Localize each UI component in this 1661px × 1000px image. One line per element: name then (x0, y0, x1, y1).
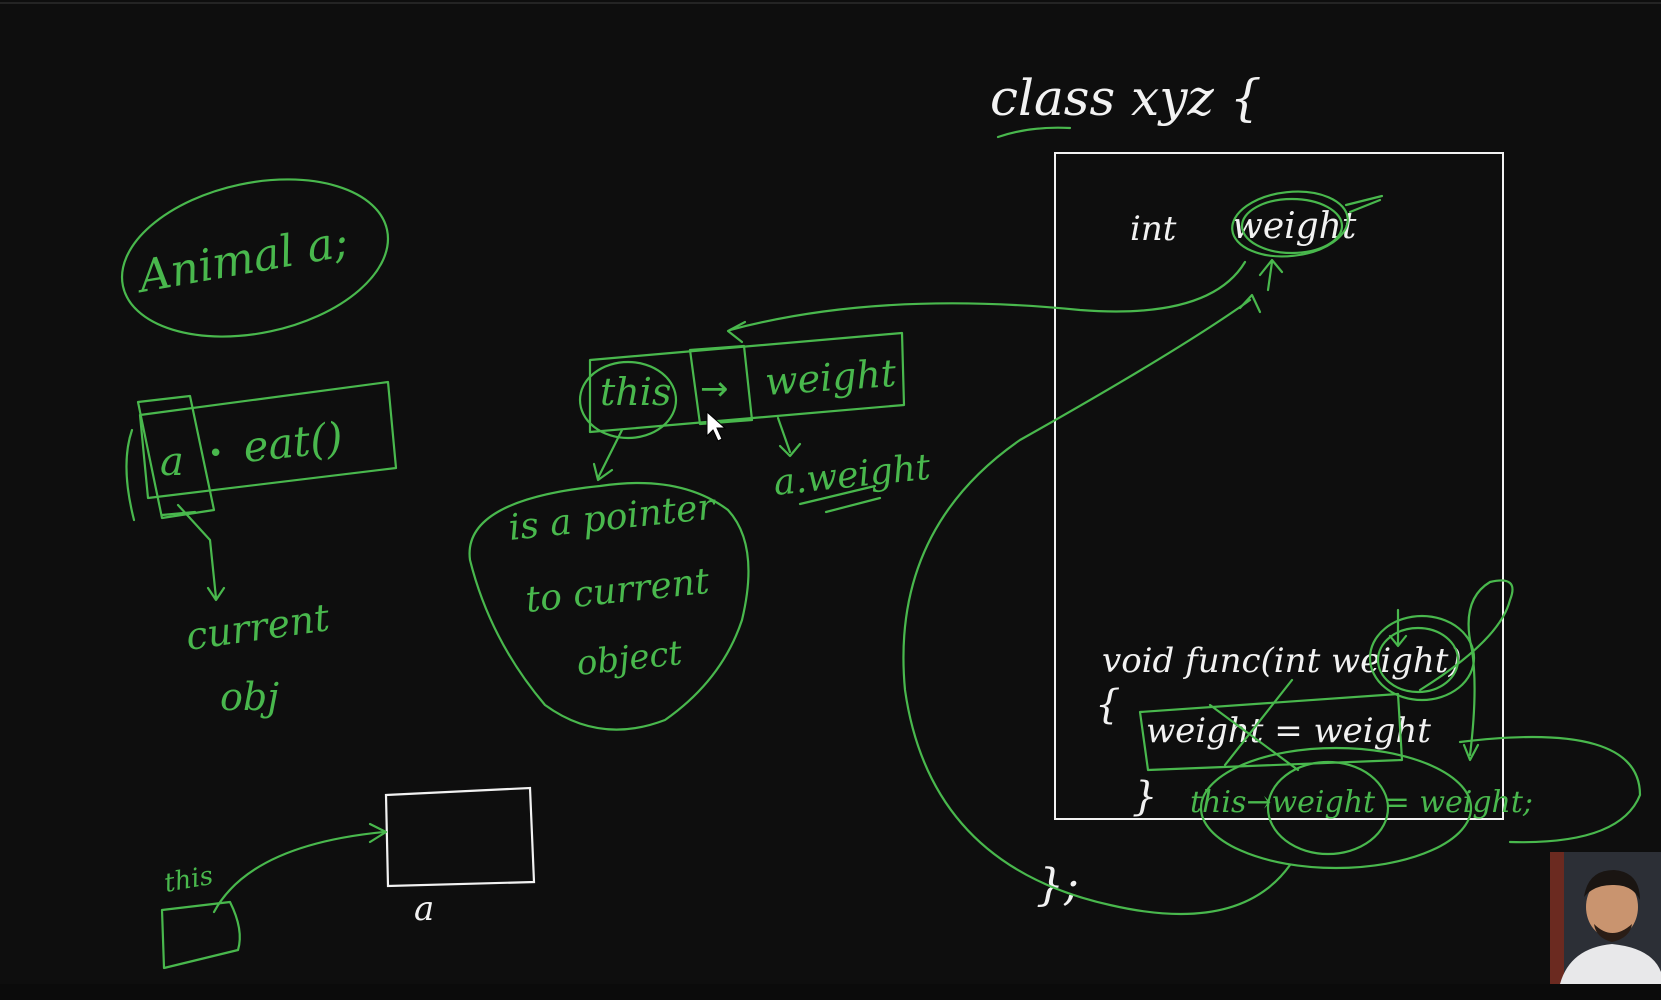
decl-note: Animal a; (131, 216, 352, 304)
current-obj-line1: current (183, 595, 333, 659)
loop-arrow (902, 298, 1292, 915)
class-end: }; (1036, 860, 1079, 911)
pointer-note-bubble (468, 481, 750, 731)
call-dot: • (208, 439, 223, 469)
this-pointer-arrow (212, 830, 386, 914)
weight-box-label: weight (764, 351, 899, 404)
this-assignment: this→weight = weight; (1190, 785, 1533, 820)
assignment-line: weight = weight (1146, 711, 1431, 751)
bottom-bar (0, 984, 1661, 1000)
call-a: a (160, 439, 184, 485)
this-assignment-ring-outer (1199, 746, 1473, 870)
member-name-circle-2 (1240, 197, 1344, 255)
object-a-box (384, 786, 536, 888)
class-header: class xyz { (990, 69, 1262, 127)
pointer-note-line3: object (575, 633, 685, 684)
a-label-bottom: a (414, 889, 434, 929)
call-rest: eat() (241, 413, 345, 472)
arrow-box-label: → (700, 369, 729, 409)
func-signature: void func(int weight) (1102, 641, 1462, 681)
this-weight-box (588, 331, 906, 434)
presenter-webcam (1550, 852, 1661, 984)
class-underline (996, 126, 1072, 139)
param-circle (1376, 626, 1460, 694)
member-name-circle (1231, 190, 1349, 258)
member-type: int (1130, 209, 1177, 249)
decl-ellipse (120, 178, 390, 338)
this-box-label: this (600, 370, 671, 414)
mouse-cursor-icon (706, 410, 727, 442)
this-label-bottom: this (162, 861, 215, 899)
a-weight: a.weight (772, 447, 933, 504)
close-brace: } (1132, 774, 1157, 820)
this-circle (578, 360, 678, 440)
class-body-box (1054, 152, 1504, 820)
this-pointer-box (160, 900, 241, 970)
pointer-note-line2: to current (524, 561, 712, 621)
assignment-box (1138, 692, 1404, 772)
open-brace: { (1095, 682, 1120, 728)
current-obj-line2: obj (220, 675, 279, 719)
link-arrow (728, 260, 1247, 332)
call-box (138, 380, 398, 500)
this-assignment-ring-inner (1266, 760, 1390, 856)
